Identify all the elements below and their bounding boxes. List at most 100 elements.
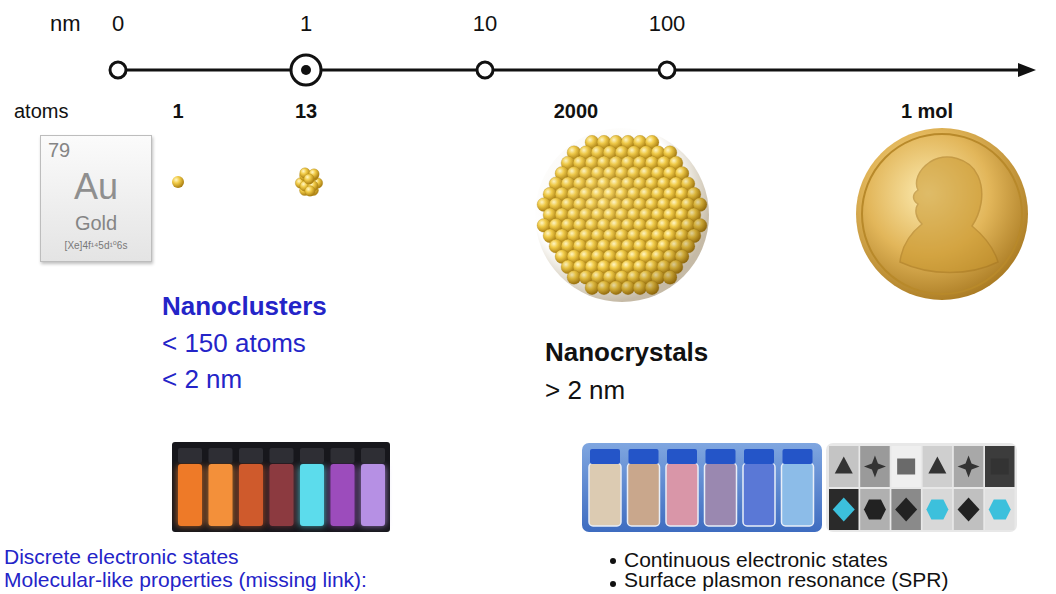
atom-count: 13: [295, 100, 317, 123]
nanocluster-vials-photo: [172, 442, 390, 532]
tem-tile-bg: [891, 489, 921, 530]
vial-cap: [783, 449, 813, 464]
vial-cap: [590, 449, 620, 464]
vial: [177, 448, 203, 526]
tem-tile: [860, 489, 890, 530]
tem-tile-bg: [923, 489, 953, 530]
element-tile: 79AuGold [Xe]4f¹⁴5d¹⁰6s: [40, 135, 152, 262]
tem-tile: [829, 489, 859, 530]
axis-tick: [659, 62, 675, 78]
vial-cap: [629, 449, 659, 464]
vial-cap: [209, 448, 233, 463]
vial: [782, 449, 814, 526]
tem-tiles: [829, 446, 1015, 530]
vial: [743, 449, 775, 526]
colored-vials: [589, 449, 814, 526]
scale-axis: [118, 69, 1020, 72]
axis-tick: [477, 62, 493, 78]
tem-tile-bg: [985, 489, 1015, 530]
category-heading: Nanocrystals: [545, 338, 708, 368]
tem-tile: [829, 446, 859, 487]
medal-portrait: [900, 157, 998, 272]
tem-tile-bg: [860, 489, 890, 530]
electron-configuration: [Xe]4f¹⁴5d¹⁰6s: [41, 240, 151, 252]
vial-cap: [178, 448, 202, 463]
vial-body: [589, 463, 621, 526]
nanocluster-13: [295, 168, 322, 196]
bullet: [610, 558, 616, 564]
tem-image-grid: [826, 443, 1017, 532]
vial: [589, 449, 621, 526]
tem-tile-bg: [954, 489, 984, 530]
tem-tile: [923, 446, 953, 487]
vial: [705, 449, 737, 526]
tem-tile: [891, 489, 921, 530]
tem-tile-bg: [923, 446, 953, 487]
vial-body: [361, 464, 385, 526]
tem-particle: [864, 500, 886, 520]
vial-cap: [270, 448, 294, 463]
property-bullet: Discrete electronic states: [4, 545, 239, 569]
tem-particle: [991, 459, 1009, 475]
atom-count: 2000: [554, 100, 599, 123]
vial-body: [666, 463, 698, 526]
vial-body: [239, 464, 263, 526]
tem-tile: [954, 446, 984, 487]
tem-particle: [928, 457, 946, 474]
bullet: [610, 581, 616, 587]
vial-body: [300, 464, 324, 526]
vial-body: [782, 463, 814, 526]
vial: [299, 448, 325, 526]
vial: [628, 449, 660, 526]
tem-tile-bg: [891, 446, 921, 487]
tem-particle: [835, 457, 853, 474]
glowing-vials: [177, 448, 386, 526]
vial: [238, 448, 264, 526]
axis-value: 0: [112, 11, 124, 36]
category-heading: Nanoclusters: [162, 292, 327, 322]
atoms-unit: atoms: [14, 100, 68, 123]
vial-body: [705, 463, 737, 526]
element-symbol: Au: [41, 166, 151, 207]
vial-body: [743, 463, 775, 526]
tem-tile: [891, 446, 921, 487]
vial-cap: [667, 449, 697, 464]
tem-particle: [958, 456, 980, 478]
tem-particle: [989, 500, 1011, 520]
tem-particle: [833, 498, 855, 522]
vial-body: [628, 463, 660, 526]
vial-body: [331, 464, 355, 526]
axis-highlight-dot: [301, 65, 311, 75]
tem-tile: [954, 489, 984, 530]
vial: [666, 449, 698, 526]
category-criterion: < 2 nm: [162, 365, 242, 395]
element-name: Gold: [41, 212, 151, 235]
tem-particle: [897, 459, 915, 475]
vial-cap: [706, 449, 736, 464]
tem-particle: [864, 456, 886, 478]
axis-unit: nm: [50, 11, 81, 36]
vial: [360, 448, 386, 526]
tem-tile-bg: [954, 446, 984, 487]
axis-value: 100: [649, 11, 686, 36]
tem-tile: [985, 489, 1015, 530]
vial-body: [270, 464, 294, 526]
tem-particle: [926, 500, 948, 520]
atomic-number: 79: [48, 139, 70, 162]
axis-highlight-tick: [291, 55, 321, 85]
vial-cap: [239, 448, 263, 463]
tem-tile: [985, 446, 1015, 487]
property-bullet: Surface plasmon resonance (SPR): [624, 568, 949, 592]
vial-cap: [331, 448, 355, 463]
category-criterion: > 2 nm: [545, 376, 625, 406]
tem-particle: [895, 498, 917, 522]
vial-cap: [300, 448, 324, 463]
vial: [330, 448, 356, 526]
cluster-atom: [304, 174, 314, 184]
cluster-atom: [305, 186, 315, 196]
tem-tile: [860, 446, 890, 487]
category-criterion: < 150 atoms: [162, 329, 306, 359]
